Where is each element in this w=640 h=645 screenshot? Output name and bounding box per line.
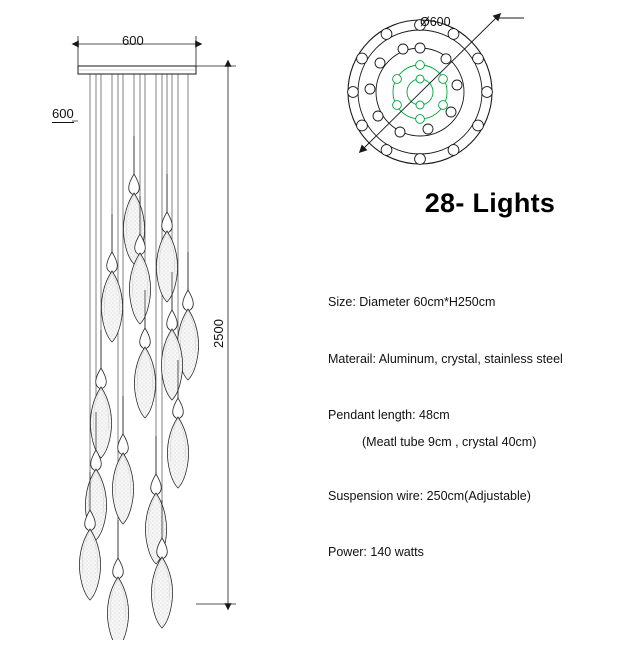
front-view-svg	[71, 36, 236, 645]
front-view-drawing: 600 600 2500	[0, 0, 300, 645]
right-panel: Ø600 28- Lights Size: Diameter 60cm*H250…	[300, 0, 640, 640]
spec-pendant-length: Pendant length: 48cm	[328, 408, 450, 422]
height-2500-label: 2500	[210, 319, 226, 348]
spec-pendant-detail: (Meatl tube 9cm , crystal 40cm)	[362, 435, 537, 449]
spec-power: Power: 140 watts	[328, 545, 424, 559]
spec-size: Size: Diameter 60cm*H250cm	[328, 295, 496, 309]
top-view-svg	[347, 12, 524, 165]
width-dimension-label: 600	[122, 33, 144, 48]
height-600-label: 600	[52, 106, 74, 123]
spec-material: Materail: Aluminum, crystal, stainless s…	[328, 352, 563, 366]
spec-suspension-wire: Suspension wire: 250cm(Adjustable)	[328, 489, 531, 503]
diameter-label: Ø600	[420, 15, 451, 29]
product-title: 28- Lights	[424, 188, 556, 218]
